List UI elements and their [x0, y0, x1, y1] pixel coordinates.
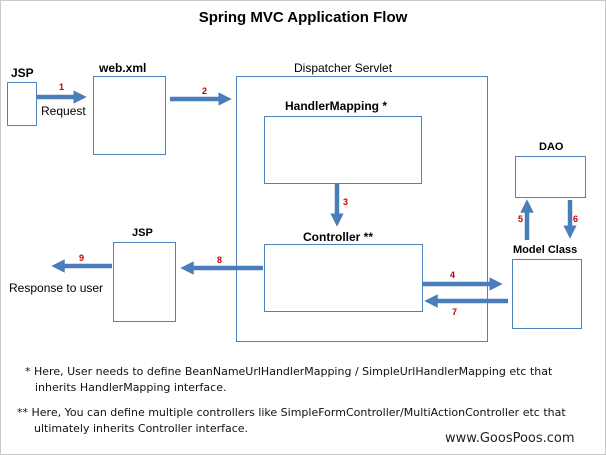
step-number-3: 3 [343, 197, 349, 207]
dispatcher-servlet-label: Dispatcher Servlet [294, 61, 393, 75]
controller-box [264, 244, 423, 312]
dao-box [515, 156, 586, 198]
step-number-7: 7 [452, 307, 458, 317]
footnote-controller: ** Here, You can define multiple control… [17, 405, 566, 437]
jsp-output-label: JSP [132, 227, 153, 239]
footnote-2-line-1: ** Here, You can define multiple control… [17, 406, 566, 419]
watermark: www.GoosPoos.com [445, 431, 575, 446]
response-label: Response to user [9, 281, 104, 295]
model-class-box [512, 259, 582, 329]
step-number-1: 1 [59, 82, 65, 92]
step-number-5: 5 [518, 214, 524, 224]
step-number-6: 6 [573, 214, 579, 224]
footnote-2-line-2: ultimately inherits Controller interface… [34, 422, 249, 435]
model-class-label: Model Class [513, 244, 578, 256]
jsp-input-label: JSP [11, 66, 34, 80]
jsp-output-box [113, 242, 176, 322]
step-number-4: 4 [450, 270, 456, 280]
web-xml-box [93, 76, 166, 155]
step-number-8: 8 [217, 255, 223, 265]
dao-label: DAO [539, 141, 564, 153]
handler-mapping-box [264, 116, 422, 184]
footnote-1-line-1: * Here, User needs to define BeanNameUrl… [25, 365, 553, 378]
request-label: Request [41, 104, 86, 118]
footnote-1-line-2: inherits HandlerMapping interface. [35, 381, 227, 394]
jsp-input-box [7, 82, 37, 126]
web-xml-label: web.xml [99, 61, 147, 75]
diagram-title: Spring MVC Application Flow [198, 9, 408, 26]
controller-label: Controller ** [303, 230, 374, 244]
footnote-handler-mapping: * Here, User needs to define BeanNameUrl… [25, 364, 552, 396]
handler-mapping-label: HandlerMapping * [285, 99, 388, 113]
step-number-2: 2 [202, 86, 208, 96]
step-number-9: 9 [79, 253, 85, 263]
